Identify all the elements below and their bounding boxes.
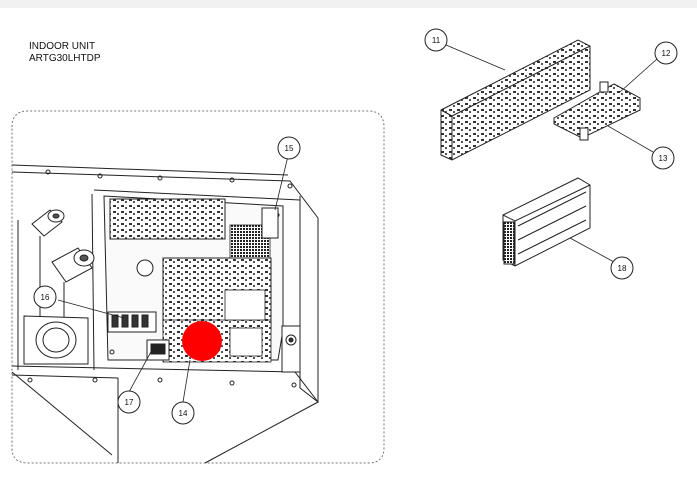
callout-11: 11 (424, 28, 448, 52)
title-line-2: ARTG30LHTDP (29, 53, 101, 64)
callout-17: 17 (117, 390, 141, 414)
diagram-title: INDOOR UNIT ARTG30LHTDP (29, 41, 101, 65)
connector-17 (146, 339, 170, 361)
terminal-block-16 (107, 311, 157, 333)
top-bar (0, 0, 697, 8)
heat-sink-18 (502, 177, 591, 267)
svg-text:13: 13 (659, 154, 668, 163)
callout-12: 12 (654, 41, 678, 65)
pcb-assembly-12 (553, 81, 641, 141)
svg-text:16: 16 (41, 293, 50, 302)
filter-component-15 (261, 207, 279, 239)
callout-15: 15 (277, 136, 301, 160)
svg-text:17: 17 (125, 398, 134, 407)
side-bracket (281, 325, 301, 373)
pcb-assembly-11 (440, 39, 591, 161)
upper-pcb (109, 198, 226, 240)
svg-text:11: 11 (432, 36, 441, 45)
callout-16: 16 (33, 285, 57, 309)
callout-13: 13 (651, 146, 675, 170)
callout-14: 14 (171, 401, 195, 425)
dashed-detail-frame (11, 110, 385, 464)
coupling-housing (23, 315, 89, 365)
svg-text:14: 14 (179, 409, 188, 418)
pcb-capacitor (229, 327, 263, 357)
svg-text:15: 15 (285, 144, 294, 153)
svg-text:18: 18 (618, 264, 627, 273)
callout-18: 18 (610, 256, 634, 280)
title-line-1: INDOOR UNIT (29, 41, 96, 52)
svg-text:12: 12 (662, 49, 671, 58)
pcb-relay-block (224, 289, 266, 321)
callout-leaders (57, 44, 658, 403)
highlight-marker (182, 321, 222, 361)
